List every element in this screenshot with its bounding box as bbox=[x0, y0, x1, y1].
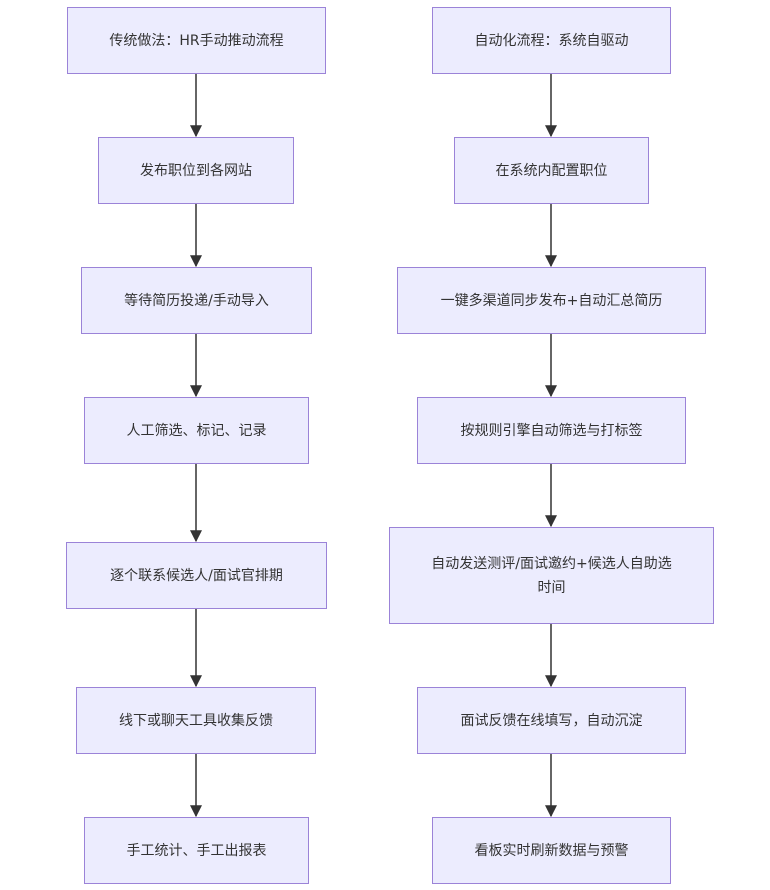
right-node-3: 一键多渠道同步发布+自动汇总简历 bbox=[397, 267, 706, 334]
right-node-7-label: 看板实时刷新数据与预警 bbox=[474, 842, 629, 859]
left-node-5: 逐个联系候选人/面试官排期 bbox=[66, 542, 327, 609]
right-node-6: 面试反馈在线填写，自动沉淀 bbox=[417, 687, 686, 754]
right-node-1-label: 自动化流程：系统自驱动 bbox=[474, 32, 629, 49]
left-node-4: 人工筛选、标记、记录 bbox=[84, 397, 309, 464]
left-node-7-label: 手工统计、手工出报表 bbox=[126, 842, 267, 859]
right-node-5: 自动发送测评/面试邀约+候选人自助选时间 bbox=[389, 527, 714, 624]
right-node-6-label: 面试反馈在线填写，自动沉淀 bbox=[460, 712, 643, 729]
right-node-4: 按规则引擎自动筛选与打标签 bbox=[417, 397, 686, 464]
left-node-6: 线下或聊天工具收集反馈 bbox=[76, 687, 316, 754]
left-node-6-label: 线下或聊天工具收集反馈 bbox=[119, 712, 273, 729]
right-node-4-label: 按规则引擎自动筛选与打标签 bbox=[460, 422, 643, 439]
right-node-2-label: 在系统内配置职位 bbox=[495, 162, 608, 179]
left-node-5-label: 逐个联系候选人/面试官排期 bbox=[110, 567, 283, 584]
left-node-1: 传统做法：HR手动推动流程 bbox=[67, 7, 326, 74]
left-node-2: 发布职位到各网站 bbox=[98, 137, 294, 204]
right-node-3-label: 一键多渠道同步发布+自动汇总简历 bbox=[440, 292, 663, 309]
left-node-4-label: 人工筛选、标记、记录 bbox=[126, 422, 267, 439]
right-node-7: 看板实时刷新数据与预警 bbox=[432, 817, 671, 884]
left-node-3-label: 等待简历投递/手动导入 bbox=[124, 292, 269, 309]
right-node-5-label: 自动发送测评/面试邀约+候选人自助选时间 bbox=[431, 555, 672, 596]
left-node-7: 手工统计、手工出报表 bbox=[84, 817, 309, 884]
right-node-1: 自动化流程：系统自驱动 bbox=[432, 7, 671, 74]
right-node-2: 在系统内配置职位 bbox=[454, 137, 649, 204]
left-node-3: 等待简历投递/手动导入 bbox=[81, 267, 312, 334]
left-node-1-label: 传统做法：HR手动推动流程 bbox=[109, 32, 284, 49]
left-node-2-label: 发布职位到各网站 bbox=[140, 162, 252, 179]
